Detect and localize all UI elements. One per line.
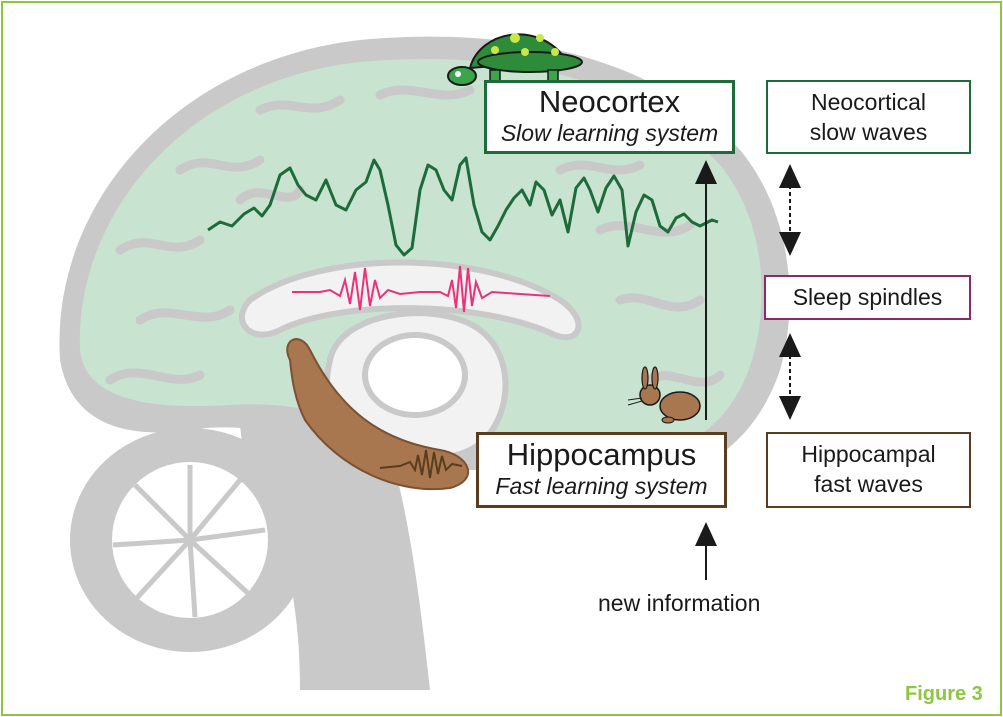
figure-label: Figure 3 xyxy=(905,683,983,706)
sleep-spindles-box: Sleep spindles xyxy=(764,275,971,320)
hippocampus-subtitle: Fast learning system xyxy=(479,472,724,500)
neocortical-waves-line1: Neocortical xyxy=(768,87,969,117)
neocortex-box: Neocortex Slow learning system xyxy=(484,80,735,154)
sleep-spindles-label: Sleep spindles xyxy=(793,284,943,310)
new-information-label: new information xyxy=(598,590,838,617)
hippocampal-fast-waves-box: Hippocampal fast waves xyxy=(766,432,971,508)
neocortex-subtitle: Slow learning system xyxy=(487,119,732,147)
hippocampal-waves-line2: fast waves xyxy=(768,469,969,499)
neocortical-slow-waves-box: Neocortical slow waves xyxy=(766,80,971,154)
hippocampus-input-arrow xyxy=(695,522,717,580)
neocortex-title: Neocortex xyxy=(487,85,732,119)
neocortical-waves-line2: slow waves xyxy=(768,117,969,147)
hippocampal-waves-line1: Hippocampal xyxy=(768,439,969,469)
hippocampus-box: Hippocampus Fast learning system xyxy=(476,432,727,508)
hippocampus-title: Hippocampus xyxy=(479,438,724,472)
